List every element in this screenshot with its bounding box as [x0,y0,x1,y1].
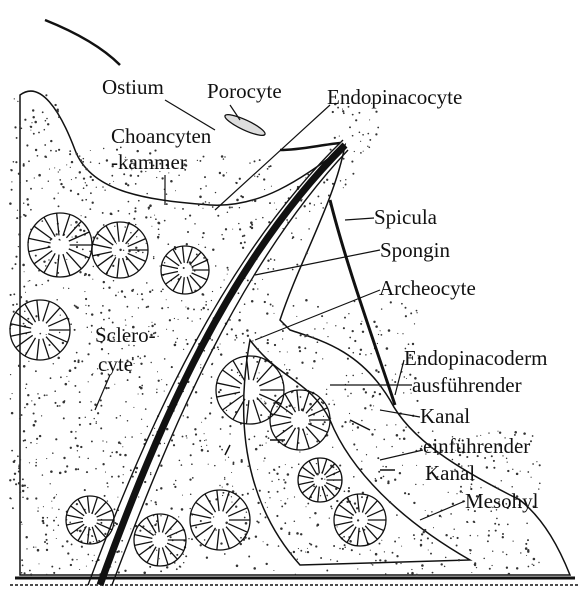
label-endopinacoderm: Endopinacoderm [404,347,547,369]
label-spicula: Spicula [374,206,437,228]
label-mesohyl: Mesohyl [465,490,539,512]
spicula-needle [330,200,395,405]
label-choancyten-line2: -kammer [111,151,187,173]
label-porocyte: Porocyte [207,80,282,102]
choanocyte-chambers [10,213,386,566]
top-cell-fragment [45,20,120,65]
label-endopinacocyte: Endopinacocyte [327,86,462,108]
label-ausfuehrender: ausführender [412,374,522,396]
label-sclerocyte-line1: Sclero- [95,324,156,346]
label-kanal-2: Kanal [425,462,475,484]
label-choancyten-line1: Choancyten [111,125,211,147]
label-kanal-1: Kanal [420,405,470,427]
label-ostium: Ostium [102,76,164,98]
label-sclerocyte-line2: cyte [98,353,133,375]
label-einfuehrender: einführender [423,435,530,457]
label-archeocyte: Archeocyte [379,277,476,299]
label-spongin: Spongin [380,239,450,261]
porocyte-cell [223,111,267,139]
